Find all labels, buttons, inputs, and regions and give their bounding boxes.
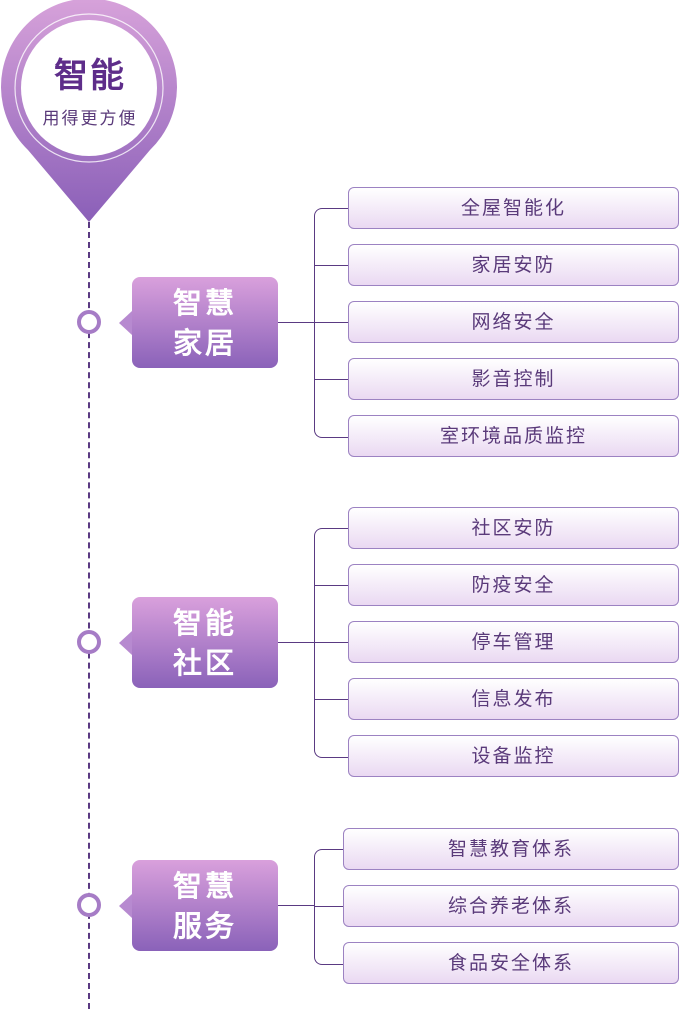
list-item: 综合养老体系 — [343, 885, 679, 927]
list-item: 家居安防 — [348, 244, 679, 286]
category-smart-community: 智能 社区 — [119, 597, 278, 688]
connector — [278, 642, 314, 643]
connector — [314, 379, 348, 380]
list-item: 防疫安全 — [348, 564, 679, 606]
category-label: 智慧 — [172, 285, 237, 320]
category-label: 智慧 — [172, 868, 237, 903]
header-subtitle: 用得更方便 — [42, 109, 138, 129]
list-item: 全屋智能化 — [348, 187, 679, 229]
connector — [314, 585, 348, 586]
connector — [314, 699, 348, 700]
list-item: 信息发布 — [348, 678, 679, 720]
connector — [278, 905, 314, 906]
category-smart-home: 智慧 家居 — [119, 277, 278, 368]
category-label: 服务 — [172, 908, 237, 943]
list-item: 网络安全 — [348, 301, 679, 343]
location-pin-icon — [1, 0, 177, 222]
list-item: 食品安全体系 — [343, 942, 679, 984]
category-label: 家居 — [172, 325, 237, 360]
category-label: 智能 — [172, 605, 237, 640]
connector — [314, 322, 348, 323]
bracket — [314, 528, 349, 758]
category-smart-service: 智慧 服务 — [119, 860, 278, 951]
list-item: 智慧教育体系 — [343, 828, 679, 870]
list-item: 社区安防 — [348, 507, 679, 549]
connector — [314, 642, 348, 643]
list-item: 影音控制 — [348, 358, 679, 400]
header-title: 智能 — [54, 56, 126, 96]
timeline-node — [77, 630, 101, 654]
list-item: 设备监控 — [348, 735, 679, 777]
category-label: 社区 — [172, 645, 237, 680]
connector — [314, 906, 343, 907]
list-item: 停车管理 — [348, 621, 679, 663]
connector — [314, 265, 348, 266]
list-item: 室环境品质监控 — [348, 415, 679, 457]
connector — [278, 322, 314, 323]
timeline-line — [88, 222, 90, 1009]
bracket — [314, 208, 349, 438]
bracket — [314, 849, 344, 965]
timeline-node — [77, 893, 101, 917]
timeline-node — [77, 310, 101, 334]
